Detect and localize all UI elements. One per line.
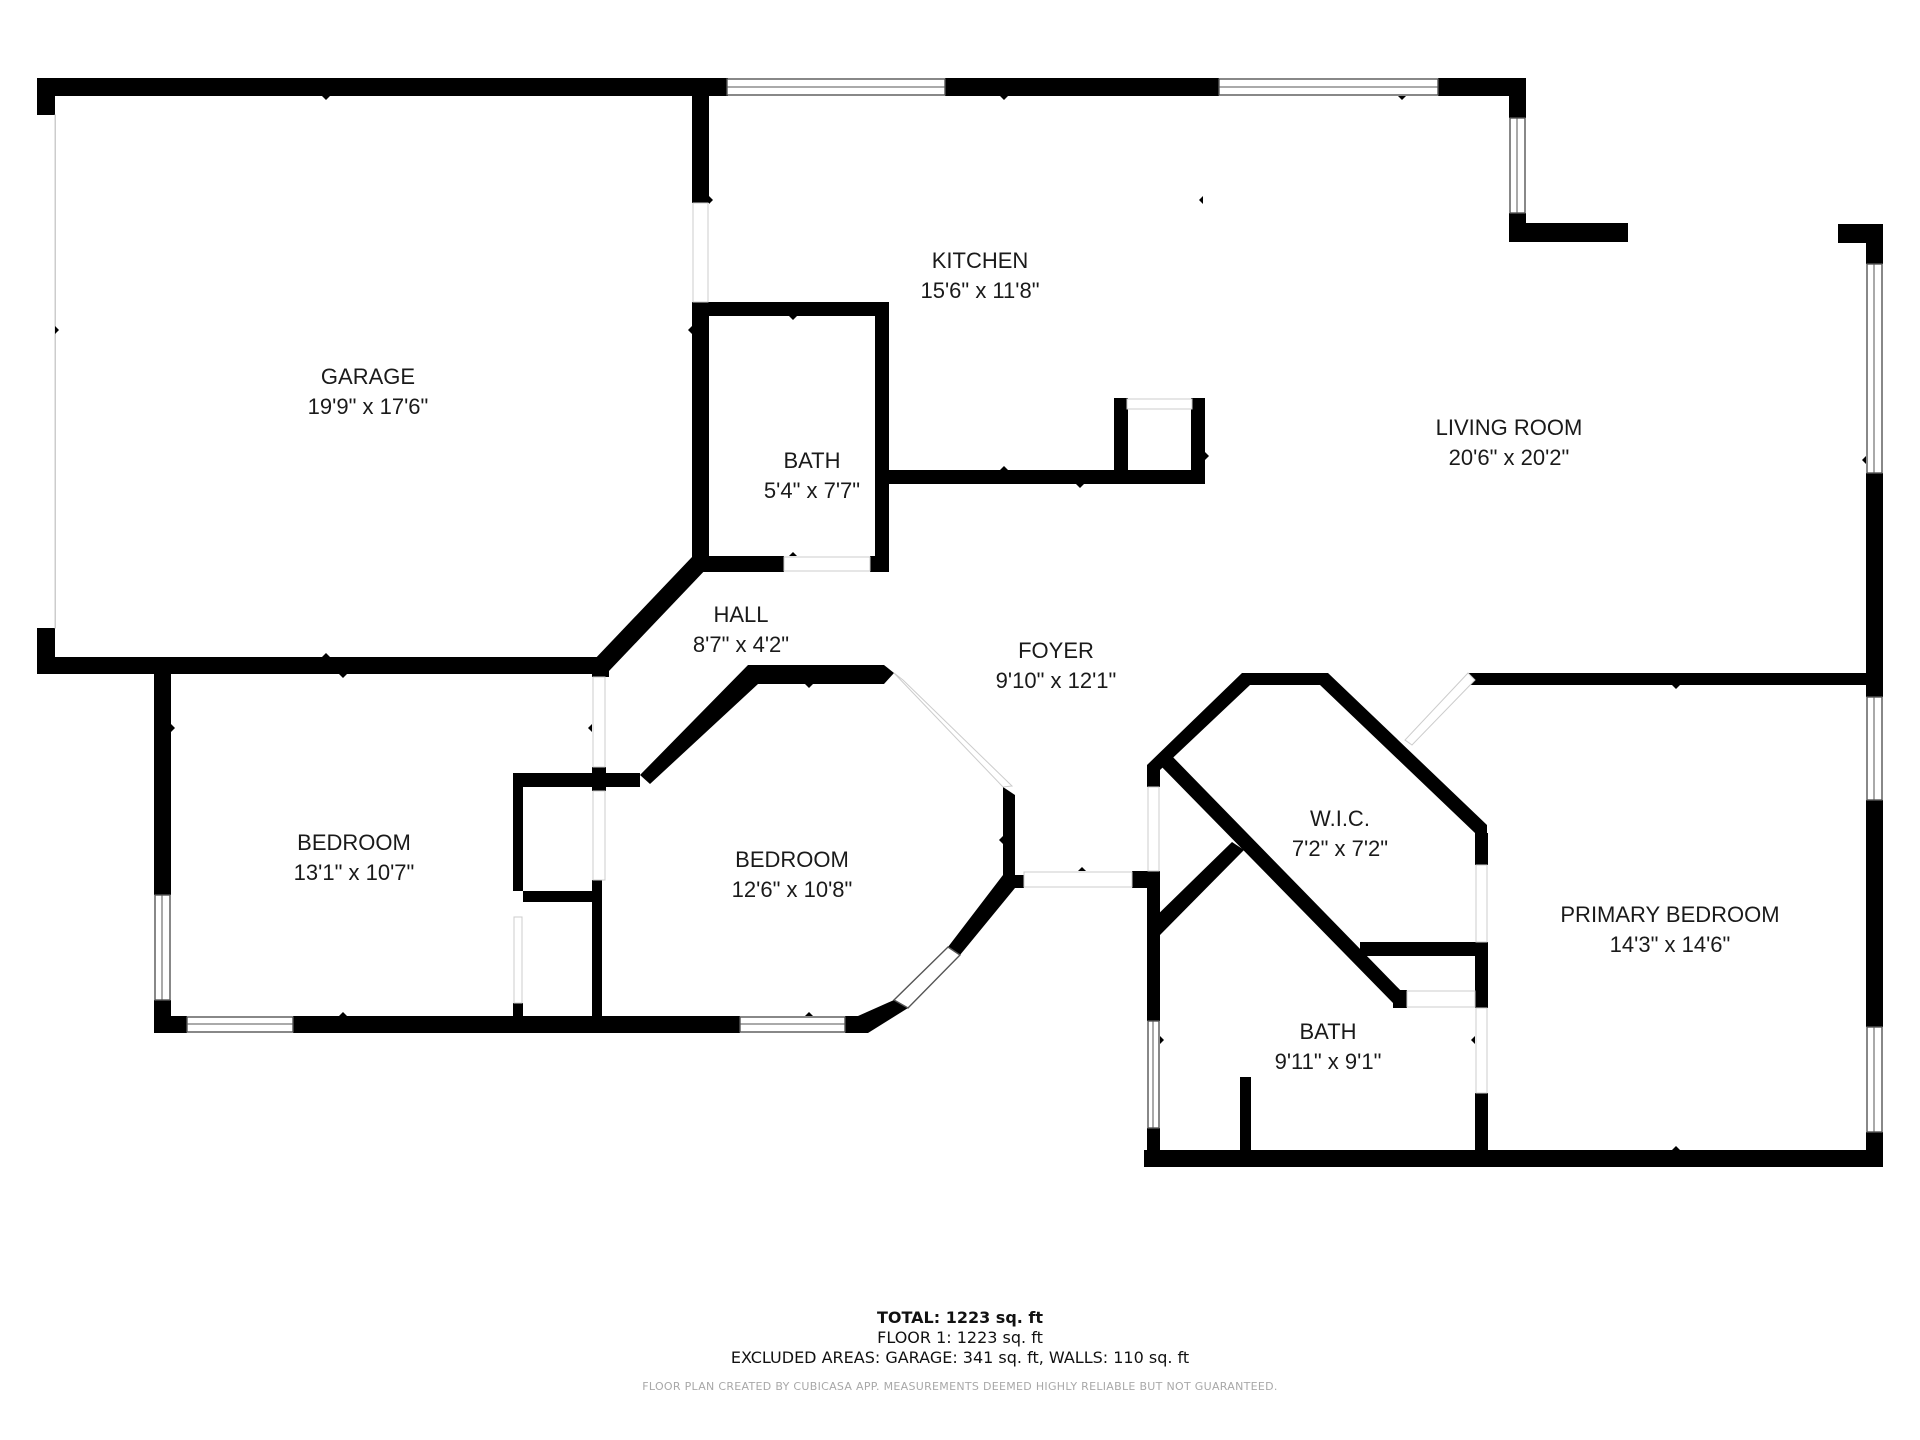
door-openings [54,114,1488,1094]
disclaimer-footnote: FLOOR PLAN CREATED BY CUBICASA APP. MEAS… [642,1380,1278,1393]
room-living-room: LIVING ROOM 20'6" x 20'2" [1436,413,1583,473]
room-foyer: FOYER 9'10" x 12'1" [996,636,1117,696]
room-hall: HALL 8'7" x 4'2" [693,600,789,660]
room-dimensions: 13'1" x 10'7" [293,860,415,885]
room-bedroom-2: BEDROOM 12'6" x 10'8" [732,845,853,905]
area-summary: TOTAL: 1223 sq. ft FLOOR 1: 1223 sq. ft … [0,1308,1920,1393]
room-dimensions: 14'3" x 14'6" [1609,932,1731,957]
room-garage: GARAGE 19'9" x 17'6" [308,362,429,422]
room-bath-1: BATH 5'4" x 7'7" [764,446,860,506]
room-dimensions: 9'10" x 12'1" [995,668,1117,693]
room-name: KITCHEN [931,248,1029,273]
floor-1-area: FLOOR 1: 1223 sq. ft [877,1328,1043,1347]
room-dimensions: 12'6" x 10'8" [731,877,853,902]
room-dimensions: 15'6" x 11'8" [920,278,1040,303]
room-name: BATH [783,448,841,473]
room-wic: W.I.C. 7'2" x 7'2" [1292,804,1388,864]
room-name: W.I.C. [1310,806,1370,831]
room-name: HALL [713,602,769,627]
room-kitchen: KITCHEN 15'6" x 11'8" [920,246,1039,306]
measurement-ticks [55,96,1866,1150]
room-bedroom-1: BEDROOM 13'1" x 10'7" [294,828,415,888]
total-area: TOTAL: 1223 sq. ft [876,1308,1044,1327]
excluded-areas: EXCLUDED AREAS: GARAGE: 341 sq. ft, WALL… [730,1348,1190,1367]
room-dimensions: 19'9" x 17'6" [307,394,429,419]
room-name: BATH [1299,1019,1357,1044]
room-name: BEDROOM [297,830,411,855]
room-name: BEDROOM [735,847,849,872]
room-name: LIVING ROOM [1435,415,1583,440]
room-name: FOYER [1018,638,1094,663]
windows [154,78,1883,1133]
room-dimensions: 20'6" x 20'2" [1448,445,1570,470]
room-dimensions: 5'4" x 7'7" [763,478,861,503]
room-name: GARAGE [320,364,416,389]
walls [37,78,1883,1167]
room-dimensions: 8'7" x 4'2" [692,632,790,657]
room-dimensions: 9'11" x 9'1" [1274,1049,1382,1074]
room-dimensions: 7'2" x 7'2" [1291,836,1389,861]
room-bath-2: BATH 9'11" x 9'1" [1275,1017,1382,1077]
room-primary-bedroom: PRIMARY BEDROOM 14'3" x 14'6" [1560,900,1779,960]
room-name: PRIMARY BEDROOM [1560,902,1780,927]
